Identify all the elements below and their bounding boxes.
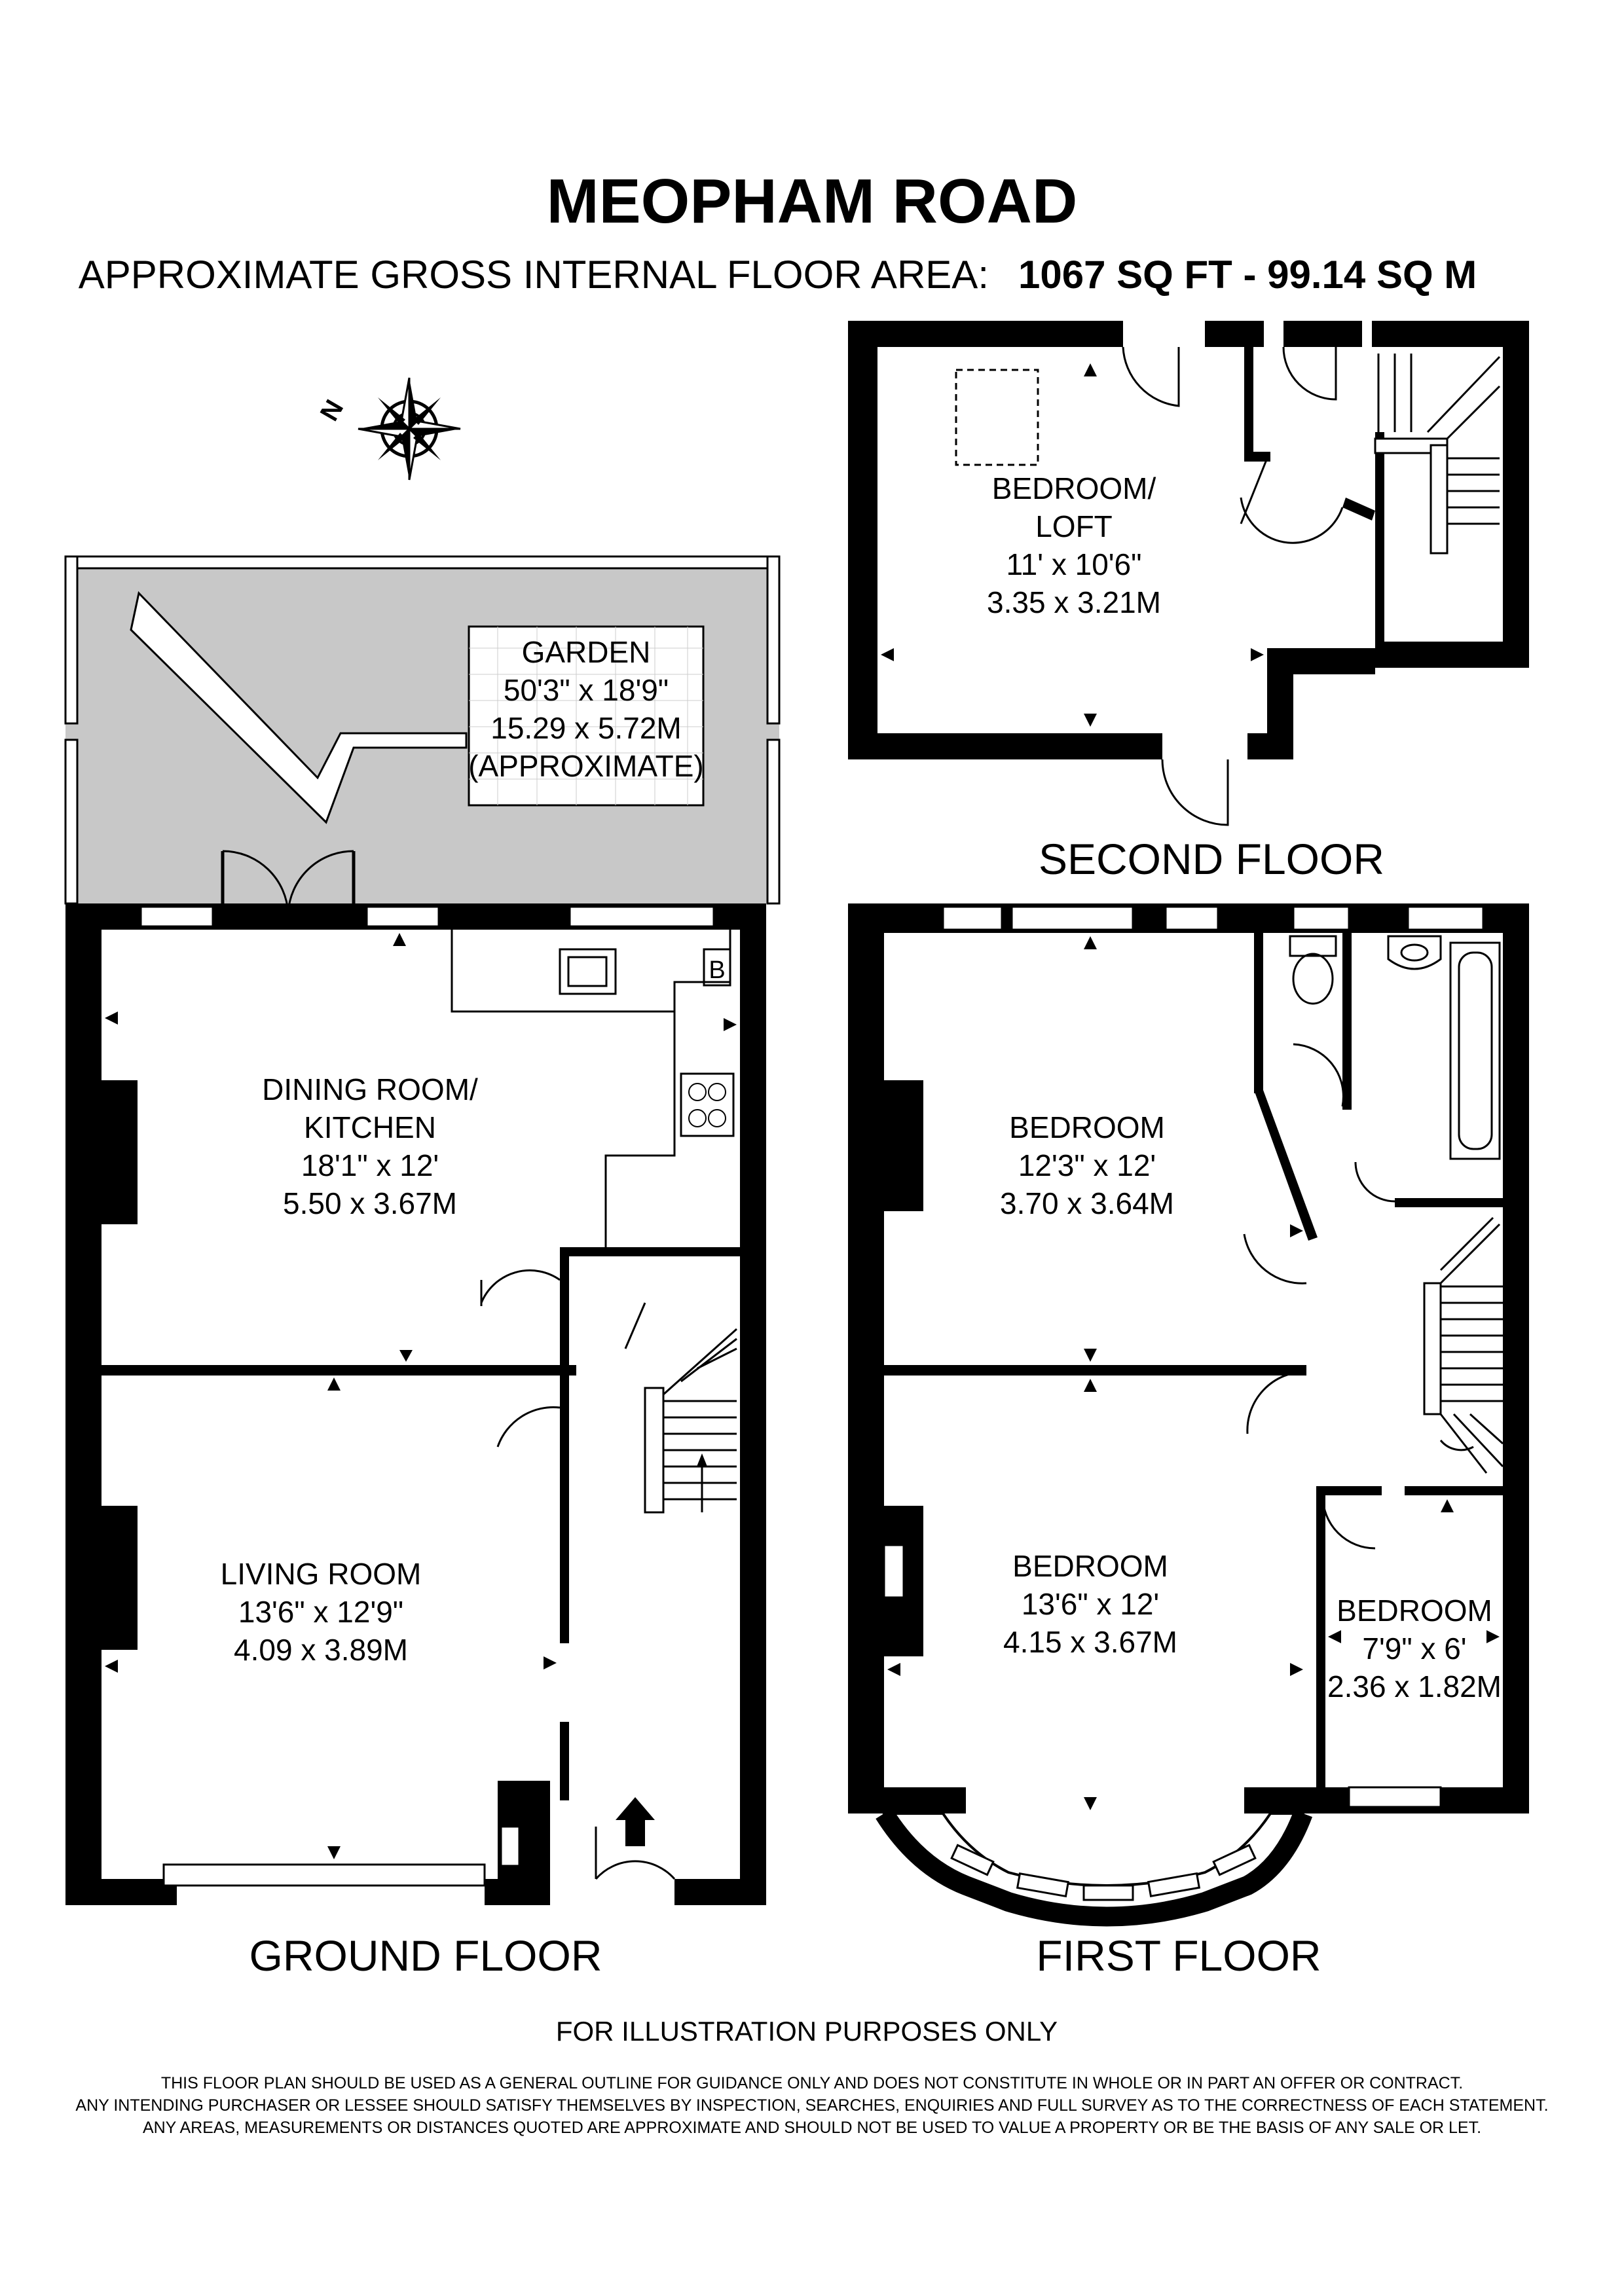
window: [942, 905, 1003, 931]
garden-fence-left-upper: [64, 555, 79, 725]
room-name-line1: BEDROOM/: [992, 471, 1156, 505]
room-size-metric: 3.35 x 3.21M: [987, 585, 1161, 619]
room-size-metric: 4.09 x 3.89M: [234, 1633, 408, 1667]
door-swing: [624, 1302, 646, 1349]
room-name-line2: KITCHEN: [304, 1110, 436, 1144]
room-size-imperial: 13'6" x 12': [1022, 1587, 1159, 1621]
room-size-metric: 2.36 x 1.82M: [1327, 1669, 1502, 1704]
room-name-line2: LOFT: [1035, 509, 1113, 543]
garden-size-imperial: 50'3" x 18'9": [504, 673, 669, 707]
window: [1292, 905, 1350, 931]
garden-label-box: [468, 625, 705, 807]
garden-fence-left-lower: [64, 738, 79, 905]
toilet: [1289, 935, 1337, 957]
room-name-line1: LIVING ROOM: [221, 1557, 422, 1591]
window: [139, 905, 214, 928]
garden-fence-right-lower: [766, 738, 781, 905]
garden-size-metric: 15.29 x 5.72M: [490, 711, 682, 745]
floor-area-label: APPROXIMATE GROSS INTERNAL FLOOR AREA:: [79, 253, 989, 297]
room-name-line1: DINING ROOM/: [262, 1072, 478, 1106]
garden: GARDEN 50'3" x 18'9" 15.29 x 5.72M (APPR…: [64, 555, 781, 914]
room-size-imperial: 18'1" x 12': [301, 1148, 439, 1182]
ground-floor-plan: B: [65, 903, 766, 1905]
garden-size-note: (APPROXIMATE): [468, 749, 704, 783]
room-size-imperial: 11' x 10'6": [1006, 547, 1142, 581]
room-size-imperial: 12'3" x 12': [1018, 1148, 1156, 1182]
skylight: [955, 369, 1039, 466]
room-name-line1: BEDROOM: [1012, 1549, 1168, 1583]
floor-area-value: 1067 SQ FT - 99.14 SQ M: [1018, 253, 1477, 297]
floor-label-ground: GROUND FLOOR: [249, 1931, 602, 1980]
second-staircase: [1374, 354, 1501, 555]
garden-french-doors: [221, 850, 356, 914]
washbasin: [1387, 935, 1442, 970]
hob: [680, 1072, 735, 1137]
compass-north-label: N: [315, 395, 350, 426]
garden-fence-right-upper: [766, 555, 781, 725]
page-title: MEOPHAM ROAD: [547, 166, 1078, 236]
bathtub: [1449, 941, 1501, 1160]
garden-name: GARDEN: [522, 635, 651, 669]
room-name-line1: BEDROOM: [1337, 1594, 1492, 1628]
room-size-metric: 5.50 x 3.67M: [283, 1186, 457, 1220]
entrance-arrow-icon: [616, 1797, 655, 1846]
bay-window: [162, 1863, 486, 1887]
header: MEOPHAM ROAD APPROXIMATE GROSS INTERNAL …: [79, 166, 1477, 297]
door-swing: [480, 1269, 561, 1303]
footer: FOR ILLUSTRATION PURPOSES ONLY THIS FLOO…: [75, 2016, 1548, 2137]
garden-fence-top: [64, 555, 781, 570]
room-size-metric: 4.15 x 3.67M: [1003, 1625, 1177, 1659]
room-size-imperial: 7'9" x 6': [1362, 1631, 1466, 1666]
compass-rose-icon: N: [315, 377, 461, 481]
illustration-note: FOR ILLUSTRATION PURPOSES ONLY: [556, 2016, 1058, 2047]
window: [1164, 905, 1219, 931]
garden-path: [130, 591, 468, 824]
ground-staircase: [644, 1328, 737, 1514]
disclaimer-line: ANY AREAS, MEASUREMENTS OR DISTANCES QUO…: [143, 2119, 1481, 2137]
second-floor-plan: BEDROOM/ LOFT 11' x 10'6" 3.35 x 3.21M: [848, 321, 1529, 826]
disclaimer-line: THIS FLOOR PLAN SHOULD BE USED AS A GENE…: [161, 2074, 1463, 2092]
window: [1407, 905, 1485, 931]
kitchen-sink: [559, 948, 617, 995]
window: [500, 1825, 521, 1867]
window: [1010, 905, 1134, 931]
first-staircase: [1423, 1216, 1504, 1474]
boiler: [703, 948, 731, 987]
disclaimer-line: ANY INTENDING PURCHASER OR LESSEE SHOULD…: [75, 2096, 1548, 2115]
room-name-line1: BEDROOM: [1009, 1110, 1165, 1144]
first-floor-plan: BEDROOM 12'3" x 12' 3.70 x 3.64M BEDROOM…: [848, 903, 1529, 1927]
room-size-metric: 3.70 x 3.64M: [1000, 1186, 1174, 1220]
window: [1348, 1786, 1442, 1808]
boiler-label: B: [709, 957, 725, 984]
window: [568, 905, 715, 928]
door-swing: [496, 1406, 561, 1448]
window: [365, 905, 440, 928]
floor-label-second: SECOND FLOOR: [1039, 835, 1384, 883]
floor-label-first: FIRST FLOOR: [1036, 1931, 1321, 1980]
room-size-imperial: 13'6" x 12'9": [238, 1595, 403, 1629]
front-door-swing: [595, 1860, 676, 1880]
